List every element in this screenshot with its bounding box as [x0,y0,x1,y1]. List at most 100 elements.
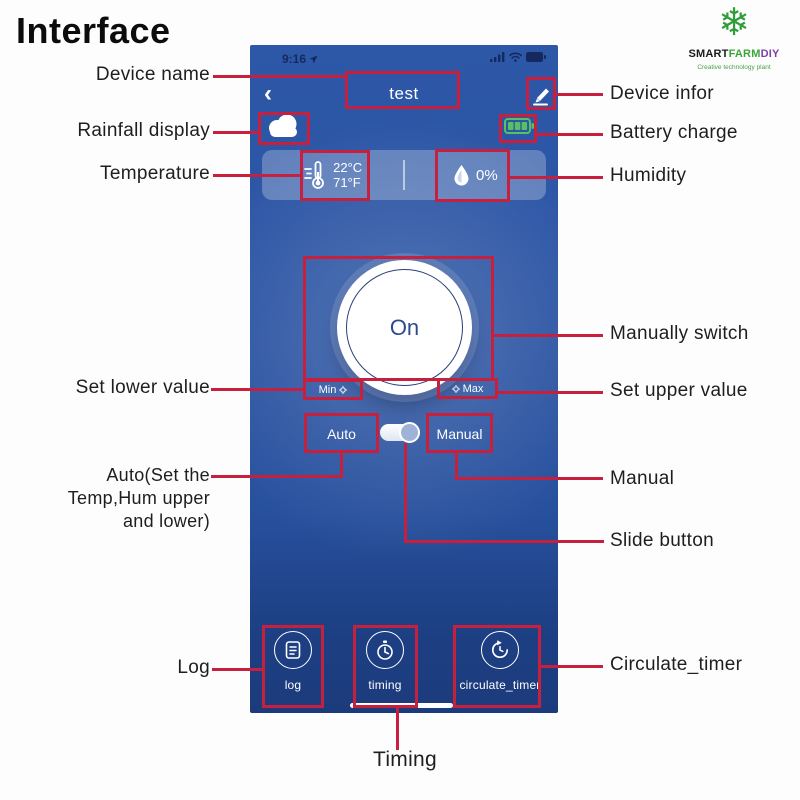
line-log [212,668,263,671]
label-rainfall: Rainfall display [77,120,210,141]
line-device-infor [555,93,603,96]
cloud-icon [264,113,302,139]
label-temperature: Temperature [100,163,210,184]
gear-icon [339,386,348,394]
line-manual-v [455,451,458,479]
status-bar: 9:16 [250,51,558,67]
bottom-nav-timing[interactable]: timing [344,631,426,692]
min-label: Min [318,384,337,396]
temp-fahrenheit: 71°F [333,175,361,190]
annotation-box-device-name [345,71,460,109]
status-time: 9:16 [282,52,318,66]
temp-celsius: 22°C [333,160,363,175]
thermometer-icon [303,160,327,190]
line-manual-h [455,477,603,480]
readout-divider [403,160,405,190]
signal-icon [490,52,505,62]
label-set-upper: Set upper value [610,380,748,401]
line-device-name [213,75,345,78]
log-label: log [284,678,302,692]
auto-mode-label[interactable]: Auto [327,426,356,442]
power-state-text: On [389,314,420,340]
brand-smart: SMART [688,48,729,60]
mode-slide-toggle[interactable] [380,422,420,443]
label-set-lower: Set lower value [75,377,210,398]
label-device-infor: Device infor [610,83,714,104]
annotation-box-auto [304,413,379,453]
droplet-icon [453,164,470,186]
max-label: Max [462,383,484,395]
line-circulate [540,665,603,668]
bottom-nav-log[interactable]: log [252,631,334,692]
annotation-box-device-infor [526,77,556,110]
temperature-readout: 22°C 71°F [262,160,403,190]
annotation-box-manual-switch [303,256,494,381]
line-slide-v [404,443,407,542]
device-battery-indicator [504,117,534,135]
label-circulate: Circulate_timer [610,654,743,675]
annotation-box-min [303,379,363,400]
line-humidity [509,176,603,179]
brand-tagline: Creative technology plant [697,64,771,71]
label-manually: Manually switch [610,323,749,344]
climate-readout-bar: 22°C 71°F 0% [262,150,546,200]
line-set-lower [211,388,304,391]
wifi-icon [509,52,522,62]
max-setting[interactable]: Max [437,380,498,398]
manual-switch-button[interactable]: On [337,260,472,395]
nav-bar: ‹ test [250,81,558,109]
circulate-timer-icon [481,631,519,669]
brand-logo: ❄ SMARTFARMDIY Creative technology plant [678,2,790,71]
label-slide: Slide button [610,530,714,551]
line-rainfall [213,131,259,134]
min-setting[interactable]: Min [303,381,363,399]
battery-status-icon [526,52,546,62]
status-icons [490,52,546,62]
line-set-upper [497,391,603,394]
line-temperature [213,174,301,177]
annotation-box-humidity [435,149,510,202]
label-auto-note: Auto(Set the Temp,Hum upper and lower) [67,465,210,531]
annotation-box-max [437,378,498,399]
label-humidity: Humidity [610,165,687,186]
annotation-box-log [262,625,324,708]
rainfall-display [264,113,302,141]
circulate-timer-label: circulate_timer [459,678,541,692]
line-slide-h [404,540,604,543]
edit-device-button[interactable] [529,83,551,107]
label-device-name: Device name [95,64,210,85]
label-timing: Timing [372,748,438,771]
gear-icon [451,385,460,393]
annotation-box-battery [499,114,537,143]
stopwatch-icon [366,631,404,669]
line-manually [493,334,603,337]
location-arrow-icon [309,54,318,64]
bottom-nav-circulate-timer[interactable]: circulate_timer [454,631,546,692]
label-battery: Battery charge [610,122,738,143]
back-button[interactable]: ‹ [264,80,272,107]
line-timing-v [396,706,399,750]
label-manual: Manual [610,468,675,489]
annotation-box-rainfall [258,112,310,145]
page-title: Interface [16,10,171,51]
manual-mode-label[interactable]: Manual [436,426,483,442]
timing-label: timing [368,678,402,692]
brand-name: SMARTFARMDIY [688,48,779,60]
pencil-icon [529,83,551,107]
annotation-box-manual [426,413,493,453]
humidity-value: 0% [476,166,498,184]
label-log: Log [177,657,210,678]
brand-diy: DIY [760,48,780,60]
clock-text: 9:16 [282,52,307,66]
humidity-readout: 0% [405,164,546,186]
toggle-knob[interactable] [399,422,420,443]
phone-screenshot: 9:16 ‹ test [250,45,558,713]
line-auto-v [340,451,343,478]
annotation-box-temperature [300,150,370,201]
line-battery [536,133,603,136]
line-auto-h [211,475,343,478]
power-inner-ring: On [346,269,463,386]
log-icon [274,631,312,669]
annotation-box-timing [353,625,418,708]
